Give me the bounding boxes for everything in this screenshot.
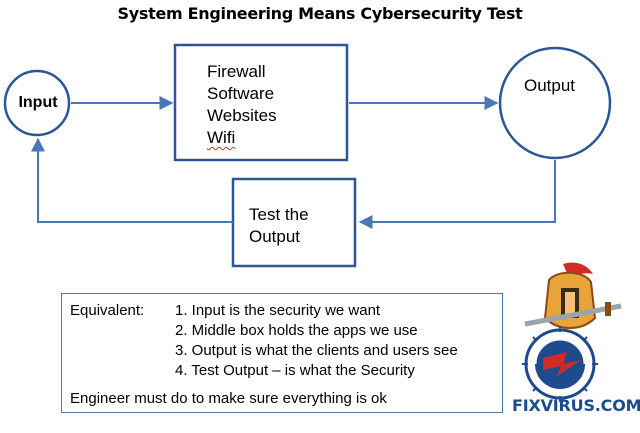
legend-item: 1. Input is the security we want <box>175 302 381 319</box>
diagram-title: System Engineering Means Cybersecurity T… <box>117 4 523 23</box>
app-item-software: Software <box>207 84 275 103</box>
apps-list: Firewall Software Websites Wifi <box>207 62 277 150</box>
legend-footer: Engineer must do to make sure everything… <box>70 390 387 407</box>
output-node <box>498 46 612 160</box>
logo-wordmark: FIXVIRUS.COM <box>512 396 640 415</box>
test-label: Test the Output <box>249 204 309 248</box>
legend-box: Equivalent: 1. Input is the security we … <box>61 293 503 413</box>
arrow-output-to-test <box>358 160 556 229</box>
legend-items: 1. Input is the security we want 2. Midd… <box>175 301 458 381</box>
legend-item: 2. Middle box holds the apps we use <box>175 322 418 339</box>
legend-item: 4. Test Output – is what the Security <box>175 362 415 379</box>
arrow-test-to-input <box>31 137 233 223</box>
input-node <box>3 69 71 137</box>
output-label: Output <box>524 76 576 95</box>
app-item-websites: Websites <box>207 106 277 125</box>
app-item-firewall: Firewall <box>207 62 266 81</box>
app-item-wifi: Wifi <box>207 128 236 147</box>
apps-node <box>173 43 349 162</box>
test-node <box>231 177 357 268</box>
input-label: Input <box>18 94 58 111</box>
test-label-line-1: Test the <box>249 205 309 224</box>
test-label-line-2: Output <box>249 227 301 246</box>
legend-heading: Equivalent: <box>70 302 145 319</box>
legend-item: 3. Output is what the clients and users … <box>175 342 458 359</box>
fixvirus-logo <box>522 262 622 402</box>
